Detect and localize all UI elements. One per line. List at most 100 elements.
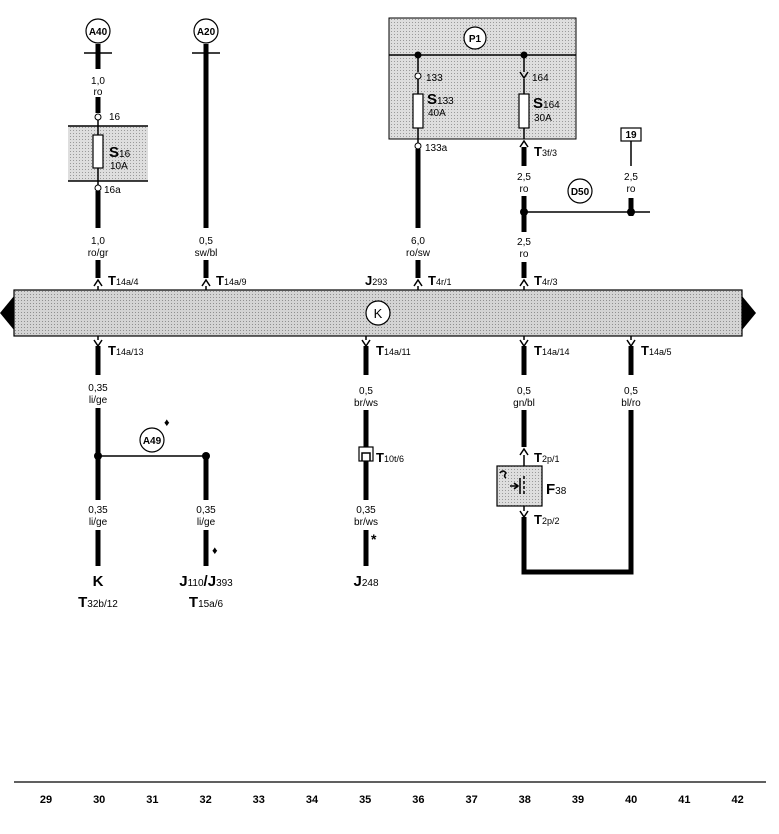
s16-bottom-pin: 16a [104,185,121,196]
circuit-column-30 [84,44,206,566]
s16-rating: 10A [110,161,128,172]
svg-text:li/ge: li/ge [89,517,108,528]
wire-label-32-bot: 0,35 li/ge [196,505,216,528]
wire-label-30-bot2: 0,35 li/ge [88,505,108,528]
circuit-column-35 [358,336,374,566]
connector-t14a4: T14a/4 [108,273,138,288]
wire-label-40-bot: 0,5 bl/ro [621,386,641,409]
node-a49: A49 ♦ [139,417,170,453]
connector-t10t6: T10t/6 [376,450,404,465]
s164-rating: 30A [534,113,552,124]
diamond-marker: ♦ [164,417,170,429]
svg-text:6,0: 6,0 [411,236,425,247]
wire-label-38-top: 2,5 ro [517,172,531,195]
svg-text:2,5: 2,5 [624,172,638,183]
svg-text:0,5: 0,5 [199,236,213,247]
wire-label-30-mid: 1,0 ro/gr [88,236,109,259]
circuit-column-38 [496,55,650,575]
connector-t14a5: T14a/5 [641,343,671,358]
destination-j110-j393: J110/J393 [179,573,233,590]
wire-label-36-top: 6,0 ro/sw [406,236,431,259]
destination-k: K [93,573,104,590]
svg-text:br/ws: br/ws [354,398,378,409]
svg-text:li/ge: li/ge [89,395,108,406]
svg-text:1,0: 1,0 [91,76,105,87]
s133-bottom-pin: 133a [425,143,448,154]
svg-text:ro: ro [94,87,103,98]
right-continuation-arrow [742,296,756,330]
switch-f38 [496,465,543,507]
svg-text:li/ge: li/ge [197,517,216,528]
connector-t14a9: T14a/9 [216,273,246,288]
svg-text:0,35: 0,35 [88,383,108,394]
fuse-s16 [92,134,104,169]
circuit-column-36 [412,55,424,290]
svg-text:A40: A40 [89,27,108,38]
connector-t2p1: T2p/1 [534,450,559,465]
grid-number: 37 [465,794,477,806]
star-marker: * [371,531,377,547]
wire-label-38-mid: 2,5 ro [517,237,531,260]
svg-text:ro: ro [520,184,529,195]
connector-t4r1: T4r/1 [428,273,451,288]
svg-text:0,5: 0,5 [517,386,531,397]
svg-text:gn/bl: gn/bl [513,398,535,409]
p1-label: P1 [469,34,482,45]
fuse-s164 [518,93,530,129]
destination-t32b12: T32b/12 [78,594,118,611]
svg-text:0,35: 0,35 [196,505,216,516]
fuse-box-s16 [68,125,148,182]
connector-t3f3: T3f/3 [534,144,557,159]
connector-t10t6-symbol [358,446,374,462]
grid-number: 31 [146,794,158,806]
svg-text:ro/gr: ro/gr [88,248,109,259]
s133-top-pin: 133 [426,73,443,84]
svg-text:A20: A20 [197,27,216,38]
node-a20: A20 [193,18,219,44]
svg-text:0,5: 0,5 [624,386,638,397]
wire-label-35-bot2: 0,35 br/ws [354,505,378,528]
svg-text:0,35: 0,35 [356,505,376,516]
node-a40: A40 [85,18,111,44]
connector-t14a11: T14a/11 [376,343,411,358]
switch-f38-label: F38 [546,481,567,498]
svg-text:2,5: 2,5 [517,172,531,183]
fuse-s133 [412,93,424,129]
svg-text:19: 19 [625,130,637,141]
s164-top-pin: 164 [532,73,549,84]
s16-label: S16 [109,144,131,161]
connector-t14a13: T14a/13 [108,343,143,358]
wire-label-40-top: 2,5 ro [624,172,638,195]
circuit-column-32 [192,44,220,566]
svg-text:1,0: 1,0 [91,236,105,247]
circuit-column-40: 19 [620,127,642,375]
svg-text:A49: A49 [143,436,162,447]
grid-number: 30 [93,794,105,806]
svg-text:0,35: 0,35 [88,505,108,516]
connector-t14a14: T14a/14 [534,343,569,358]
connector-t4r3: T4r/3 [534,273,557,288]
grid-number: 38 [519,794,531,806]
svg-text:D50: D50 [571,187,590,198]
grid-number: 36 [412,794,424,806]
svg-text:0,5: 0,5 [359,386,373,397]
svg-text:2,5: 2,5 [517,237,531,248]
wire-label-30-bot: 0,35 li/ge [88,383,108,406]
k-symbol: K [365,300,391,326]
wire-label-38-bot: 0,5 gn/bl [513,386,535,409]
svg-text:br/ws: br/ws [354,517,378,528]
s133-label: S133 [427,91,454,108]
destination-j248: J248 [353,573,378,590]
control-unit-j293-bar: K [0,289,756,337]
splice-junction [627,208,635,216]
grid-number: 34 [306,794,319,806]
grid-number: 40 [625,794,637,806]
grid-number: 32 [199,794,211,806]
wire-label-32-top: 0,5 sw/bl [195,236,218,259]
left-continuation-arrow [0,296,14,330]
svg-text:ro: ro [627,184,636,195]
s164-label: S164 [533,95,560,112]
p1-label-node: P1 [463,26,487,50]
